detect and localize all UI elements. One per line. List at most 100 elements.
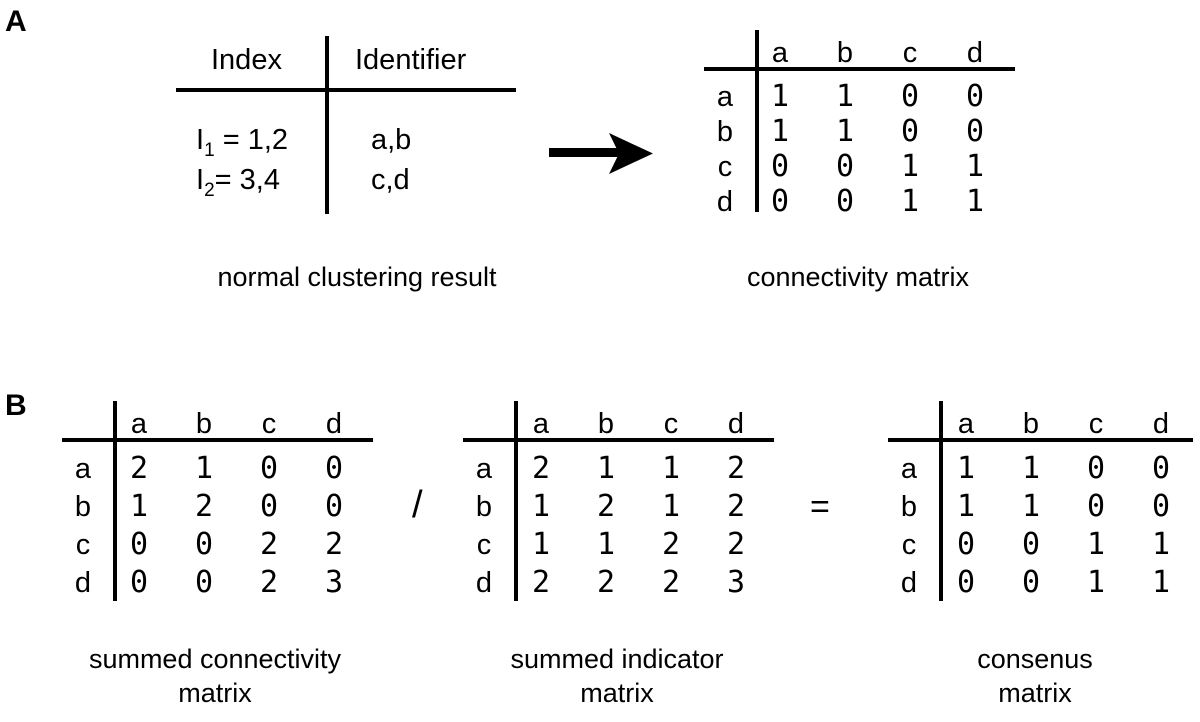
summed-connectivity-matrix-row-header-b: b xyxy=(74,491,92,523)
consensus-matrix-col-header-c: c xyxy=(1088,408,1104,440)
summed-indicator-matrix-col-header-b: b xyxy=(597,408,615,440)
divide-operator: / xyxy=(412,484,423,526)
consensus-matrix-row-header-d: d xyxy=(900,567,918,599)
connectivity-matrix-cell: 0 xyxy=(770,184,790,219)
summed-connectivity-matrix-col-header-d: d xyxy=(325,408,343,440)
summed-indicator-matrix-cell: 2 xyxy=(661,565,681,600)
connectivity-matrix-cell: 1 xyxy=(770,114,790,149)
consensus-matrix-row-header-c: c xyxy=(901,529,917,561)
index-row-2-equation: = 3,4 xyxy=(214,164,280,196)
connectivity-matrix-cell: 1 xyxy=(835,114,855,149)
summed-connectivity-matrix-row-divider xyxy=(113,401,117,601)
index-row-2-identifier: c,d xyxy=(371,164,410,196)
summed-connectivity-matrix-cell: 2 xyxy=(259,565,279,600)
connectivity-matrix-cell: 1 xyxy=(835,79,855,114)
connectivity-matrix-row-header-b: b xyxy=(716,116,734,148)
consensus-matrix-cell: 0 xyxy=(956,565,976,600)
consensus-matrix-row-header-a: a xyxy=(900,453,918,485)
connectivity-matrix-cell: 0 xyxy=(835,184,855,219)
summed-connectivity-matrix-col-header-a: a xyxy=(130,408,148,440)
index-row-1-identifier: a,b xyxy=(371,124,412,156)
index-row-2-subscript: 2 xyxy=(204,180,215,202)
consensus-matrix-cell: 1 xyxy=(1151,527,1171,562)
connectivity-matrix-header-rule xyxy=(704,67,1015,71)
caption-summed-connectivity-matrix-line2: matrix xyxy=(178,678,252,708)
summed-indicator-matrix-col-header-c: c xyxy=(663,408,679,440)
index-table-column-divider xyxy=(325,36,329,214)
consensus-matrix-col-header-d: d xyxy=(1152,408,1170,440)
summed-connectivity-matrix-col-header-b: b xyxy=(195,408,213,440)
connectivity-matrix-cell: 1 xyxy=(900,149,920,184)
consensus-matrix-cell: 1 xyxy=(956,489,976,524)
summed-indicator-matrix-col-header-d: d xyxy=(727,408,745,440)
summed-indicator-matrix-cell: 1 xyxy=(531,527,551,562)
index-table-header-identifier: Identifier xyxy=(355,44,467,76)
connectivity-matrix-cell: 0 xyxy=(900,79,920,114)
summed-connectivity-matrix-cell: 3 xyxy=(324,565,344,600)
connectivity-matrix-col-header-a: a xyxy=(771,37,789,69)
summed-indicator-matrix-cell: 2 xyxy=(596,565,616,600)
caption-normal-clustering-result: normal clustering result xyxy=(217,262,497,292)
equals-operator: = xyxy=(810,488,830,526)
summed-connectivity-matrix-cell: 2 xyxy=(194,489,214,524)
consensus-matrix-cell: 1 xyxy=(1086,527,1106,562)
consensus-matrix-row-divider xyxy=(939,401,943,601)
consensus-matrix-cell: 1 xyxy=(1021,489,1041,524)
connectivity-matrix-col-header-c: c xyxy=(902,37,918,69)
caption-consensus-matrix-line2: matrix xyxy=(998,678,1072,708)
summed-connectivity-matrix-col-header-c: c xyxy=(261,408,277,440)
summed-connectivity-matrix-cell: 0 xyxy=(259,489,279,524)
consensus-matrix-cell: 1 xyxy=(1021,451,1041,486)
index-row-2-symbol: I xyxy=(196,164,205,196)
summed-connectivity-matrix-cell: 0 xyxy=(129,565,149,600)
consensus-matrix-cell: 1 xyxy=(1151,565,1171,600)
right-arrow-icon xyxy=(549,128,659,185)
index-row-1-symbol: I xyxy=(196,124,205,156)
summed-indicator-matrix-cell: 1 xyxy=(661,489,681,524)
consensus-matrix-cell: 0 xyxy=(1151,489,1171,524)
caption-summed-indicator-matrix-line2: matrix xyxy=(580,678,654,708)
index-row-2-index: I2= 3,4 xyxy=(196,166,280,205)
summed-indicator-matrix-cell: 2 xyxy=(531,565,551,600)
summed-connectivity-matrix-cell: 0 xyxy=(324,451,344,486)
connectivity-matrix-cell: 1 xyxy=(900,184,920,219)
connectivity-matrix-col-header-d: d xyxy=(966,37,984,69)
consensus-matrix-cell: 0 xyxy=(1021,527,1041,562)
connectivity-matrix-cell: 0 xyxy=(770,149,790,184)
summed-indicator-matrix-cell: 1 xyxy=(596,527,616,562)
connectivity-matrix-row-divider xyxy=(755,30,759,212)
caption-summed-connectivity-matrix-line1: summed connectivity xyxy=(88,644,342,674)
summed-indicator-matrix-row-header-c: c xyxy=(476,529,492,561)
summed-connectivity-matrix-cell: 0 xyxy=(194,527,214,562)
summed-connectivity-matrix-cell: 2 xyxy=(259,527,279,562)
summed-indicator-matrix-cell: 2 xyxy=(661,527,681,562)
summed-indicator-matrix-cell: 3 xyxy=(726,565,746,600)
index-row-1-subscript: 1 xyxy=(204,140,215,162)
summed-indicator-matrix-cell: 2 xyxy=(726,489,746,524)
connectivity-matrix-cell: 0 xyxy=(965,79,985,114)
summed-connectivity-matrix-cell: 2 xyxy=(324,527,344,562)
consensus-matrix-row-header-b: b xyxy=(900,491,918,523)
summed-indicator-matrix-col-header-a: a xyxy=(532,408,550,440)
summed-indicator-matrix-cell: 2 xyxy=(531,451,551,486)
index-table-header-index: Index xyxy=(211,44,282,76)
consensus-matrix-cell: 0 xyxy=(1086,489,1106,524)
summed-connectivity-matrix-cell: 1 xyxy=(194,451,214,486)
connectivity-matrix-row-header-a: a xyxy=(716,81,734,113)
consensus-matrix-header-rule xyxy=(888,438,1193,442)
caption-summed-indicator-matrix-line1: summed indicator xyxy=(510,644,724,674)
consensus-matrix-cell: 0 xyxy=(1086,451,1106,486)
caption-connectivity-matrix: connectivity matrix xyxy=(746,262,970,292)
index-row-1-equation: = 1,2 xyxy=(214,124,289,156)
summed-connectivity-matrix-cell: 1 xyxy=(129,489,149,524)
summed-connectivity-matrix-cell: 0 xyxy=(259,451,279,486)
summed-indicator-matrix-cell: 1 xyxy=(531,489,551,524)
consensus-matrix-col-header-a: a xyxy=(957,408,975,440)
summed-indicator-matrix-header-rule xyxy=(463,438,774,442)
connectivity-matrix-cell: 0 xyxy=(965,114,985,149)
summed-connectivity-matrix-cell: 2 xyxy=(129,451,149,486)
summed-connectivity-matrix-header-rule xyxy=(62,438,373,442)
consensus-matrix-cell: 0 xyxy=(956,527,976,562)
panel-letter-a: A xyxy=(5,5,27,38)
